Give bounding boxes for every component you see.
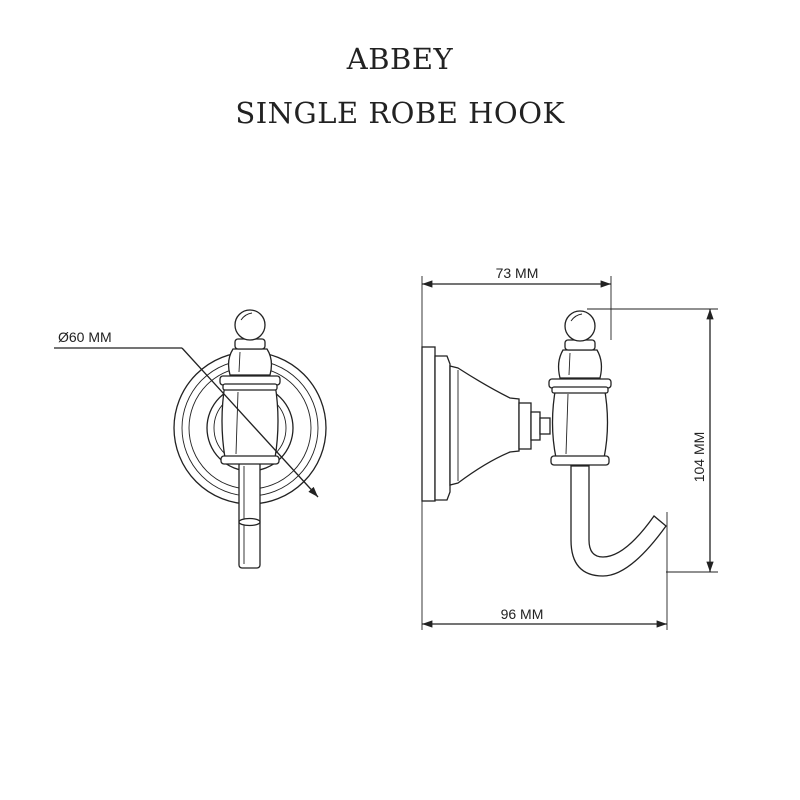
product-type: SINGLE ROBE HOOK [235, 96, 565, 130]
side-view: 73 MM 96 MM 104 MM [421, 265, 718, 630]
barrel-body-front [219, 375, 281, 465]
diameter-label: Ø60 MM [58, 329, 112, 345]
backplate-side [421, 346, 551, 502]
finial-side [557, 310, 603, 379]
finial-front [227, 309, 273, 376]
barrel-body-side [548, 378, 612, 466]
top-width-label: 73 MM [496, 265, 539, 281]
diameter-dimension-line [181, 347, 319, 498]
product-name: ABBEY [346, 42, 454, 76]
height-label: 104 MM [691, 432, 707, 483]
bottom-width-label: 96 MM [501, 606, 544, 622]
hook-stem-front [238, 461, 261, 569]
hook-arm-side [570, 465, 667, 577]
front-view: Ø60 MM [54, 309, 327, 569]
extension-lines [421, 276, 718, 630]
